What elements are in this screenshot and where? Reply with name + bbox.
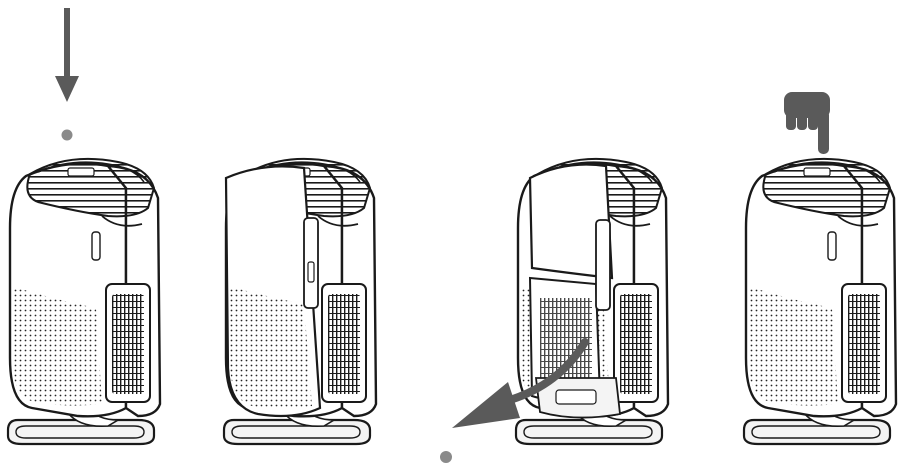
step-4-purifier — [744, 159, 896, 444]
indicator-dot-3 — [440, 451, 452, 463]
step-3-purifier — [516, 159, 668, 444]
indicator-dot-1 — [62, 130, 73, 141]
step-1-purifier — [8, 159, 160, 444]
arrow-down-icon — [55, 8, 79, 102]
pointing-hand-icon — [784, 92, 830, 154]
step-2-purifier — [224, 159, 376, 444]
